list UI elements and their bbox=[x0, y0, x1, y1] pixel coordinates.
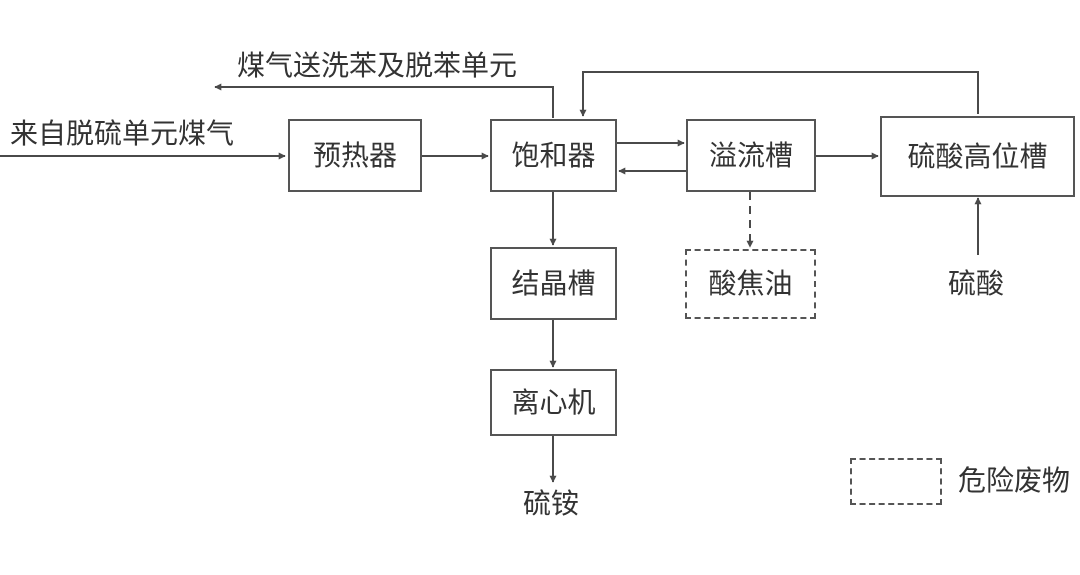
sulfuric-acid-label: 硫酸 bbox=[948, 267, 1005, 300]
acid-tar-box: 酸焦油 bbox=[685, 249, 816, 319]
overflow-tank-box: 溢流槽 bbox=[686, 119, 816, 192]
acid-high-tank-box: 硫酸高位槽 bbox=[880, 116, 1075, 197]
ammonium-sulfate-label: 硫铵 bbox=[523, 487, 580, 520]
arrow-saturator-to-gas-out bbox=[214, 83, 554, 118]
arrow-acid-tank-to-saturator bbox=[579, 71, 979, 117]
gas-in-label: 来自脱硫单元煤气 bbox=[10, 117, 235, 150]
preheater-box: 预热器 bbox=[288, 119, 422, 192]
legend-hazardous-waste-swatch bbox=[850, 458, 942, 505]
gas-out-label: 煤气送洗苯及脱苯单元 bbox=[237, 49, 518, 82]
legend-hazardous-waste-label: 危险废物 bbox=[958, 464, 1071, 497]
saturator-box: 饱和器 bbox=[490, 119, 617, 192]
crystallization-tank-box: 结晶槽 bbox=[490, 247, 617, 320]
centrifuge-box: 离心机 bbox=[490, 369, 617, 436]
